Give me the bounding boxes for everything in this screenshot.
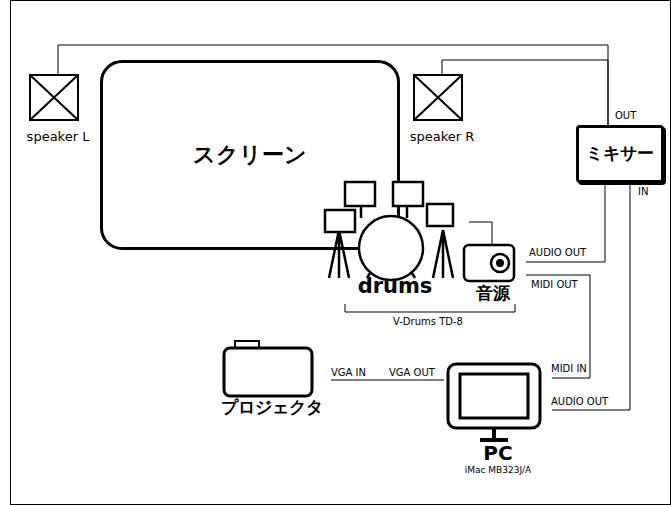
node-label: ミキサー	[586, 144, 654, 164]
drum-kit: drums	[321, 178, 469, 306]
node-label: drums	[321, 274, 469, 298]
mixer-box: ミキサー	[576, 125, 664, 183]
port-label: IN	[637, 186, 649, 197]
port-label: MIDI IN	[550, 363, 588, 374]
node-label: speaker R	[394, 130, 490, 145]
signal-wire	[552, 183, 630, 410]
signal-wire	[526, 275, 590, 378]
port-label: VGA OUT	[388, 367, 436, 378]
projector-box: プロジェクタ	[213, 340, 331, 420]
signal-wire	[331, 380, 444, 381]
port-label: AUDIO OUT	[550, 396, 609, 407]
speaker-box: speaker R	[394, 74, 490, 162]
signal-wire	[469, 222, 492, 244]
port-label: OUT	[614, 110, 637, 121]
node-label: speaker L	[10, 130, 106, 145]
page-border	[11, 1, 671, 505]
node-sublabel: iMac MB323J/A	[444, 465, 552, 475]
group-label: V-Drums TD-8	[392, 316, 464, 327]
port-label: MIDI OUT	[530, 279, 579, 290]
signal-wire	[526, 183, 605, 262]
node-label: PC	[444, 442, 552, 465]
signal-wire	[442, 60, 608, 125]
speaker-box: speaker L	[10, 74, 106, 162]
sound-module: 音源	[460, 244, 526, 310]
group-bracket	[345, 304, 515, 312]
pc-monitor: PCiMac MB323J/A	[444, 362, 552, 484]
port-label: AUDIO OUT	[528, 247, 587, 258]
node-label: 音源	[460, 284, 526, 304]
port-label: VGA IN	[330, 367, 367, 378]
speaker-box-outline	[10, 74, 98, 162]
node-label: プロジェクタ	[213, 398, 331, 418]
node-label: スクリーン	[193, 142, 307, 167]
speaker-box-outline	[394, 74, 482, 162]
